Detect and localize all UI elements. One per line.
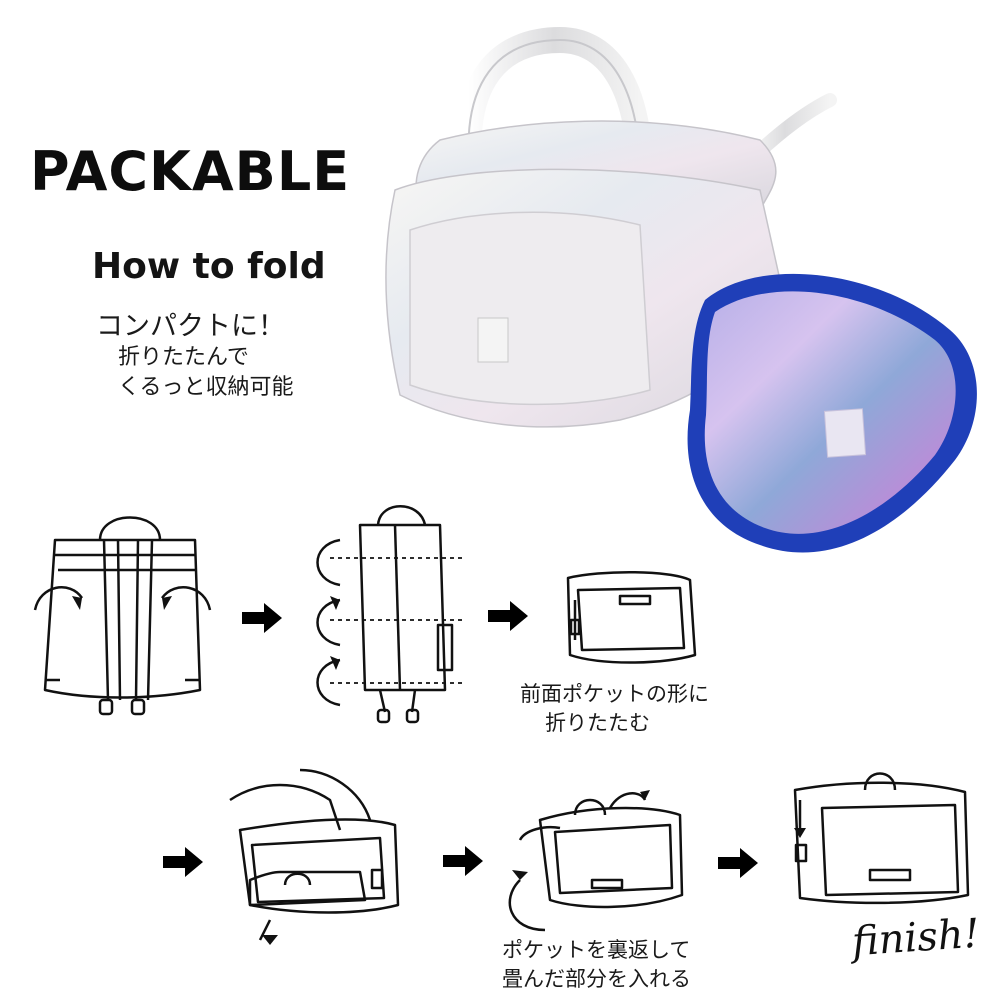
step5-caption: ポケットを裏返して 畳んだ部分を入れる (502, 936, 691, 994)
step3-caption-line-1: 前面ポケットの形に (520, 682, 709, 706)
arrow-to-step4 (163, 847, 203, 877)
page-subtitle: How to fold (92, 246, 326, 287)
pouch-logo-patch (823, 408, 867, 458)
description-line-1: 折りたたんで (118, 345, 249, 370)
arrow-step5-to-6 (718, 848, 758, 878)
arrow-step2-to-3 (488, 601, 528, 631)
step3-caption: 前面ポケットの形に 折りたたむ (520, 680, 709, 738)
arrow-step1-to-2 (242, 603, 282, 633)
arrow-step4-to-5 (443, 846, 483, 876)
page-title: PACKABLE (30, 140, 351, 203)
description: 折りたたんで くるっと収納可能 (118, 343, 294, 403)
description-line-2: くるっと収納可能 (118, 375, 294, 400)
backpack-logo-patch (477, 317, 509, 363)
step5-caption-line-2: 畳んだ部分を入れる (502, 967, 691, 991)
finish-label: finish! (850, 910, 982, 966)
step5-caption-line-1: ポケットを裏返して (502, 938, 691, 962)
step3-caption-line-2: 折りたたむ (545, 711, 650, 735)
tagline: コンパクトに！ (96, 311, 285, 342)
